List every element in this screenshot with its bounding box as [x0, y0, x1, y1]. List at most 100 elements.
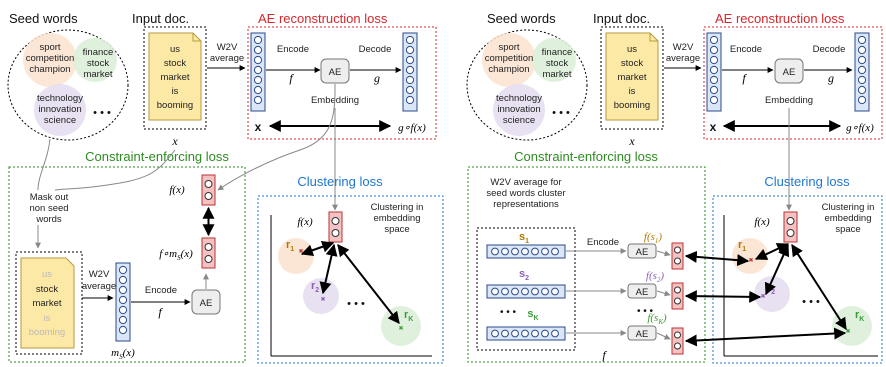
seed-word: stock: [87, 58, 109, 69]
decode-label: Decode: [813, 44, 846, 55]
clustering-in-label: space: [384, 224, 409, 235]
seed-words-title: Seed words: [487, 11, 556, 26]
fs1-embedding: [671, 242, 684, 270]
seed-vector-2-cells: [491, 287, 559, 296]
doc-word: is: [172, 86, 179, 97]
ae-to-fsk: [656, 332, 671, 340]
encoder-fn-2: f: [158, 305, 163, 319]
constraint-arrow-s1: [684, 250, 750, 267]
cluster-fx-embedding: [783, 211, 798, 243]
masked-word: us: [42, 269, 52, 280]
ae-loss-title: AE reconstruction loss: [258, 11, 388, 26]
ae-to-fs2: [656, 290, 671, 297]
w2v-seed-label: representations: [493, 199, 559, 210]
constraint-title: Constraint-enforcing loss: [514, 149, 658, 164]
constraint-title: Constraint-enforcing loss: [85, 149, 229, 164]
fs1-label: f(s1): [644, 231, 663, 245]
cluster-fx-label: f(x): [754, 216, 770, 228]
clustering-in-label: Clustering in: [822, 202, 875, 213]
cluster-r1: [278, 238, 314, 274]
centroid-marker: ✖: [748, 257, 753, 264]
embed-to-fx-line: [217, 84, 336, 191]
seed-words-region: [466, 29, 588, 141]
masked-word: market: [32, 298, 61, 309]
fsk-label: f(sK): [647, 312, 667, 326]
decoder-fn: g: [828, 71, 834, 85]
decode-label: Decode: [359, 44, 392, 55]
w2v-label: W2V: [89, 269, 110, 280]
doc-word: market: [617, 72, 646, 83]
r2-label: r2: [311, 280, 319, 294]
w2v-seed-label: seed words cluster: [486, 188, 565, 199]
doc-word: market: [160, 72, 189, 83]
cluster-fx-label: f(x): [297, 216, 313, 228]
w2v-seed-label: W2V average for: [490, 177, 561, 188]
input-vector-cells: [253, 35, 263, 105]
sk-label: sK: [527, 308, 538, 322]
output-vector-cells: [405, 35, 415, 105]
ae-box-s1: [627, 243, 657, 259]
masked-word: stock: [36, 284, 58, 295]
autoencoder-box: [320, 58, 350, 84]
x-bold-label: x: [255, 120, 262, 134]
doc-word: is: [629, 86, 636, 97]
seed-word: innovation: [38, 104, 81, 115]
fsk-embedding: [671, 327, 684, 355]
seed-cluster-sport: [23, 33, 77, 87]
input-doc-title: Input doc.: [132, 11, 189, 26]
constraint-arrow-s2: [684, 290, 762, 303]
s2-label: s2: [519, 268, 529, 282]
doc-word: booming: [614, 100, 650, 111]
document-fold-icon: [649, 33, 658, 42]
seed-vdots: • • •: [500, 307, 517, 318]
document-icon: [605, 32, 659, 121]
w2v-label: average: [210, 53, 244, 64]
s1-label: s1: [519, 231, 529, 245]
seed-word: technology: [496, 93, 542, 104]
seed-word: market: [83, 69, 112, 80]
ae-loss-region: [247, 26, 437, 140]
ae-label: AE: [636, 329, 649, 340]
encoder-fn: f: [742, 71, 747, 85]
w2v-label: average: [666, 53, 700, 64]
centroid-marker: ✖: [398, 325, 403, 332]
cluster-arrow-rk: [337, 244, 400, 324]
seed-word: finance: [83, 47, 114, 58]
cluster-rk: [832, 306, 872, 346]
masked-doc-frame: [15, 251, 83, 355]
centroid-marker: ✖: [760, 293, 765, 300]
output-vector-cells: [857, 35, 867, 105]
doc-word: us: [627, 44, 637, 55]
seed-vector-k-cells: [491, 329, 559, 338]
right-panel: Seed words Input doc. AE reconstruction …: [466, 11, 883, 364]
w2v-label: W2V: [673, 42, 694, 53]
seed-word: competition: [26, 53, 75, 64]
rk-label: rK: [404, 309, 413, 323]
ae-loss-region: [703, 26, 883, 140]
doc-word: us: [170, 44, 180, 55]
seed-word: finance: [542, 47, 573, 58]
seed-word: stock: [546, 58, 568, 69]
ae-box-s2: [627, 283, 657, 299]
cluster-fx-embedding: [328, 211, 343, 243]
centroid-marker: ✖: [320, 296, 325, 303]
mask-label: Mask out: [30, 192, 69, 203]
input-doc-frame: [143, 26, 207, 130]
clustering-in-label: embedding: [373, 213, 420, 224]
masked-vector-cells: [118, 265, 128, 335]
fs2-embedding: [671, 282, 684, 310]
encode-label: Encode: [277, 44, 309, 55]
document-fold-icon: [192, 33, 201, 42]
ae-label: AE: [329, 67, 342, 78]
document-icon: [148, 32, 202, 121]
clustering-in-label: embedding: [824, 213, 871, 224]
clustering-region: [712, 195, 883, 364]
fx-embedding: [201, 174, 216, 206]
seed-word: champion: [488, 64, 529, 75]
ae-to-fs1: [656, 250, 671, 257]
centroid-marker: ✖: [845, 328, 850, 335]
seed-word: technology: [37, 93, 83, 104]
seed-reps-frame: [476, 227, 576, 351]
decoder-fn: g: [374, 71, 380, 85]
